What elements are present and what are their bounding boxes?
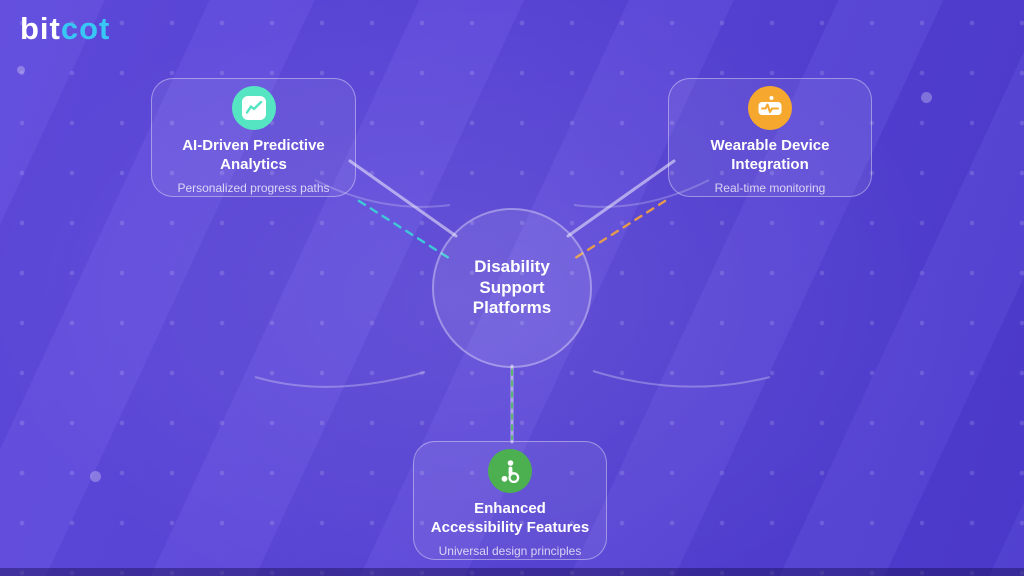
center-title-line: Support bbox=[479, 277, 545, 297]
center-title-line: Platforms bbox=[472, 298, 552, 318]
card-wearable-device-integration: Wearable Device Integration Real-time mo… bbox=[668, 78, 872, 197]
connector-right-solid bbox=[566, 159, 676, 238]
card-title: AI-Driven Predictive Analytics bbox=[182, 137, 325, 173]
connector-left-dashed bbox=[357, 199, 454, 262]
logo-text-cot: cot bbox=[60, 11, 111, 46]
card-subtitle: Universal design principles bbox=[438, 544, 582, 558]
logo-text-bit: bit bbox=[20, 11, 61, 46]
wheelchair-icon bbox=[488, 449, 532, 493]
card-subtitle: Personalized progress paths bbox=[177, 181, 330, 195]
bitcot-logo[interactable]: bitcot bbox=[20, 10, 110, 47]
connector-right-dashed bbox=[570, 199, 667, 262]
connector-left-solid bbox=[348, 159, 458, 238]
card-ai-driven-predictive-analytics: AI-Driven Predictive Analytics Personali… bbox=[151, 78, 356, 197]
card-enhanced-accessibility-features: Enhanced Accessibility Features Universa… bbox=[413, 441, 607, 560]
card-subtitle: Real-time monitoring bbox=[714, 181, 826, 195]
center-title-line: Disability bbox=[474, 257, 550, 277]
accent-dot bbox=[17, 66, 25, 74]
trending-up-icon bbox=[231, 86, 276, 130]
arc-bottom-left bbox=[254, 371, 426, 388]
center-node-disability-support-platforms: Disability Support Platforms bbox=[432, 208, 592, 368]
pulse-watch-icon bbox=[748, 86, 792, 130]
card-title: Enhanced Accessibility Features bbox=[430, 500, 590, 536]
card-title: Wearable Device Integration bbox=[710, 137, 830, 173]
accent-dot bbox=[921, 92, 932, 103]
bottom-edge-strip bbox=[0, 568, 1024, 576]
accent-dot bbox=[90, 471, 101, 482]
arc-bottom-right bbox=[592, 370, 771, 388]
